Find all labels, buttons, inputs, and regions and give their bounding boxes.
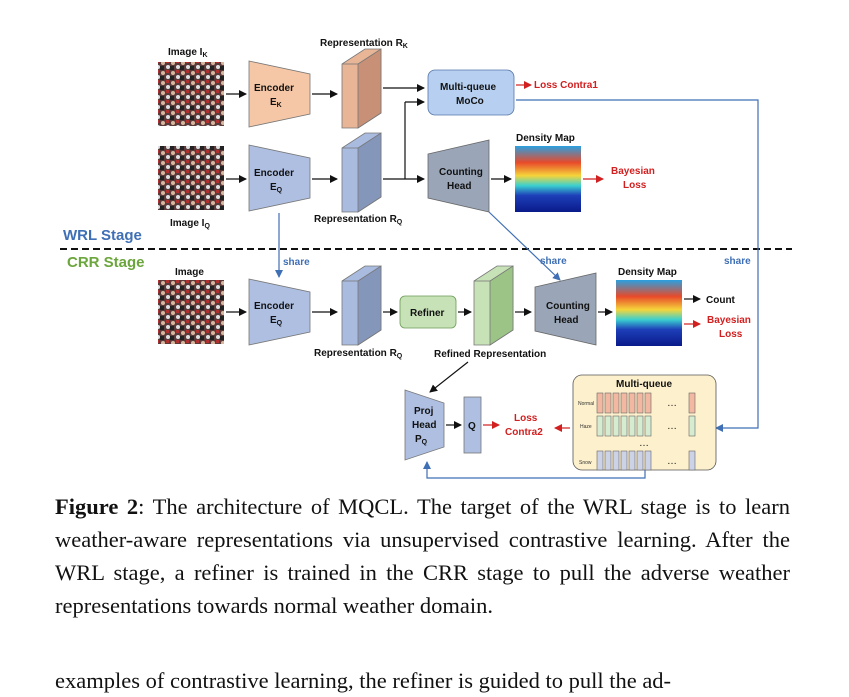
share-label-queue: share — [724, 256, 751, 267]
moco-line1: Multi-queue — [440, 82, 497, 93]
share-label-encoder: share — [283, 257, 310, 268]
counting-wrl-line2: Head — [447, 181, 471, 192]
encoder-q — [248, 144, 311, 212]
refiner-label: Refiner — [410, 308, 445, 319]
caption-label: Figure 2 — [55, 494, 139, 519]
bayesian-wrl-line1: Bayesian — [611, 166, 655, 177]
loss-contra2-line1: Loss — [514, 413, 538, 424]
queue-snow-label: Snow — [579, 460, 592, 466]
multi-queue-label: Multi-queue — [616, 379, 673, 390]
queue-ellipsis-2: … — [667, 421, 677, 432]
proj-line1: Proj — [414, 406, 434, 417]
wrl-stage-label: WRL Stage — [63, 227, 142, 244]
density-map-crr — [616, 280, 682, 346]
rep-q-label: Representation RQ — [314, 214, 403, 226]
density-map-wrl — [515, 146, 581, 212]
encoder-q-crr — [248, 278, 311, 346]
encoder-k-label: Encoder — [254, 83, 294, 94]
counting-crr-line2: Head — [554, 315, 578, 326]
architecture-diagram: Image IK Encoder EK Representation RK Mu… — [60, 38, 792, 479]
bayesian-wrl-line2: Loss — [623, 180, 647, 191]
encoder-k-sub: EK — [270, 97, 282, 109]
bayesian-crr-line2: Loss — [719, 329, 743, 340]
counting-head-crr — [534, 272, 597, 346]
bayesian-crr-line1: Bayesian — [707, 315, 751, 326]
proj-head — [404, 389, 445, 461]
image-k-label: Image IK — [168, 47, 208, 59]
crowd-image-k — [158, 62, 224, 126]
counting-wrl-line1: Counting — [439, 167, 483, 178]
crowd-image-q — [158, 146, 224, 210]
queue-normal-label: Normal — [578, 401, 594, 407]
q-label: Q — [468, 421, 476, 432]
refiner-box — [399, 295, 457, 329]
density-map-crr-label: Density Map — [618, 267, 677, 278]
rep-q-crr-label: Representation RQ — [314, 348, 403, 360]
moco-line2: MoCo — [456, 96, 484, 107]
queue-ellipsis-1: … — [667, 398, 677, 409]
queue-ellipsis-3: … — [667, 456, 677, 467]
encoder-k — [248, 60, 311, 128]
density-map-wrl-label: Density Map — [516, 133, 575, 144]
crr-stage-label: CRR Stage — [67, 254, 145, 271]
loss-contra1: Loss Contra1 — [534, 80, 598, 91]
queue-ellipsis-v: … — [639, 438, 649, 449]
crr-image-label: Image — [175, 267, 204, 278]
counting-crr-line1: Counting — [546, 301, 590, 312]
loss-contra2-line2: Contra2 — [505, 427, 543, 438]
multi-queue-moco — [427, 69, 515, 116]
queue-row-haze — [596, 415, 696, 437]
queue-haze-label: Haze — [580, 424, 592, 430]
image-q-label: Image IQ — [170, 218, 210, 230]
encoder-q-label: Encoder — [254, 168, 294, 179]
refined-rep-label: Refined Representation — [434, 349, 546, 360]
proj-line3: PQ — [415, 434, 428, 446]
rep-k-label: Representation RK — [320, 38, 408, 50]
queue-row-snow — [596, 450, 696, 471]
encoder-crr-label: Encoder — [254, 301, 294, 312]
caption-text: : The architecture of MQCL. The target o… — [55, 494, 790, 618]
q-box — [463, 396, 482, 454]
queue-row-normal — [596, 392, 696, 414]
share-label-counting: share — [540, 256, 567, 267]
crowd-image-crr — [158, 280, 224, 344]
figure-caption: Figure 2: The architecture of MQCL. The … — [55, 490, 790, 622]
count-label: Count — [706, 295, 736, 306]
proj-line2: Head — [412, 420, 436, 431]
